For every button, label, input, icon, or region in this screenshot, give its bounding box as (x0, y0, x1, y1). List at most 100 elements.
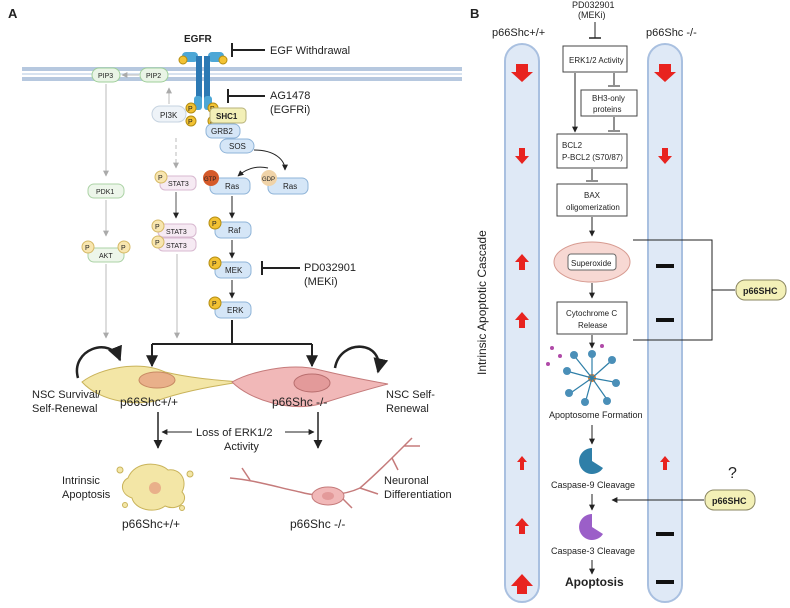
raf-node (214, 221, 252, 239)
up-arrow-icon (511, 574, 533, 594)
col-ko-label: p66Shc -/- (646, 27, 697, 39)
p-label: P (155, 224, 160, 231)
p-label: P (212, 221, 217, 228)
p66shc-bottom-badge (704, 489, 756, 511)
intrinsic-apoptosis-label-line1: Intrinsic (62, 475, 100, 487)
sos-label: SOS (229, 142, 246, 151)
no-change-dash (656, 264, 674, 268)
bcl2-label-line1: BCL2 (562, 141, 583, 150)
nsc-survival-label-line2: Self-Renewal (32, 403, 97, 415)
caspase-9-label: Caspase-9 Cleavage (551, 480, 635, 490)
stat3-label: STAT3 (166, 229, 187, 236)
up-arrow-icon (515, 518, 529, 534)
up-arrow-icon (515, 254, 529, 270)
caspase-9-icon (579, 448, 603, 474)
no-change-dash (656, 580, 674, 584)
raf-label: Raf (228, 226, 241, 235)
akt-node (87, 247, 125, 263)
pi3k-node (151, 105, 187, 123)
bottom-wt-label: p66Shc+/+ (122, 517, 180, 531)
pdk1-node (87, 183, 125, 199)
caspase-3-label: Caspase-3 Cleavage (551, 546, 635, 556)
pd-b-label-line2: (MEKi) (578, 10, 606, 20)
apoptosome-icon (546, 344, 620, 406)
pd-label-line2: (MEKi) (304, 276, 338, 288)
neuronal-differentiation-label-line1: Neuronal (384, 475, 429, 487)
gdp-label: GDP (262, 177, 275, 183)
egfr-label: EGFR (184, 34, 213, 45)
erk-activity-label: ERK1/2 Activity (569, 56, 624, 65)
p66shc-bottom-label: p66SHC (712, 496, 747, 506)
mek-label: MEK (225, 266, 243, 275)
nsc-self-renewal-label-line2: Renewal (386, 403, 429, 415)
bax-label-line2: oligomerization (566, 203, 620, 212)
shc1-label: SHC1 (216, 112, 238, 121)
ag1478-label-line2: (EGFRi) (270, 104, 310, 116)
pd-b-label-line1: PD032901 (572, 0, 615, 10)
up-arrow-icon (517, 456, 527, 470)
intrinsic-apoptosis-label-line2: Apoptosis (62, 489, 111, 501)
no-change-dash (656, 318, 674, 322)
p66shc-top-label: p66SHC (743, 286, 778, 296)
erk-node (214, 301, 252, 319)
pip3-node (91, 67, 121, 83)
ras-label: Ras (283, 182, 297, 191)
mek-node (214, 261, 252, 279)
caspase-3-icon (579, 514, 603, 540)
loss-erk-label-line2: Activity (224, 441, 259, 453)
p-label: P (121, 245, 126, 252)
grb2-node (205, 123, 241, 139)
bh3-label-line1: BH3-only (592, 94, 625, 103)
cytc-box (556, 301, 628, 335)
stat3-label: STAT3 (168, 181, 189, 188)
erk-activity-box (562, 45, 628, 73)
apoptosome-label: Apoptosome Formation (549, 410, 643, 420)
ras-label: Ras (225, 182, 239, 191)
question-mark: ? (728, 465, 737, 482)
self-renewal-loop-ko (333, 345, 389, 374)
bcl2-label-line2: P-BCL2 (S70/87) (562, 153, 623, 162)
ko-indicator-arrows (654, 64, 676, 470)
down-arrow-icon (658, 148, 672, 164)
cell-ko-label: p66Shc -/- (272, 395, 327, 409)
self-renewal-loop-wt (75, 344, 122, 379)
down-arrow-icon (515, 148, 529, 164)
grb2-label: GRB2 (211, 127, 233, 136)
down-arrow-icon (511, 64, 533, 82)
akt-label: AKT (99, 253, 113, 260)
pi3k-label: PI3K (160, 111, 178, 120)
bax-box (556, 183, 628, 217)
pd-label-line1: PD032901 (304, 262, 356, 274)
down-arrow-icon (654, 64, 676, 82)
nsc-self-renewal-label-line1: NSC Self- (386, 389, 435, 401)
loss-erk-label-line1: Loss of ERK1/2 (196, 427, 272, 439)
shc1-node (209, 107, 247, 124)
stat3-label: STAT3 (166, 243, 187, 250)
ag1478-label-line1: AG1478 (270, 90, 310, 102)
up-arrow-icon (660, 456, 670, 470)
sos-node (219, 138, 255, 154)
cytc-label-line2: Release (578, 321, 608, 330)
neuronal-differentiation-label-line2: Differentiation (384, 489, 452, 501)
up-arrow-icon (515, 312, 529, 328)
panel-a-label: A (8, 6, 18, 21)
column-ko (647, 43, 683, 603)
cytc-label-line1: Cytochrome C (566, 309, 617, 318)
nsc-survival-label-line1: NSC Survival/ (32, 389, 101, 401)
p-label: P (158, 175, 163, 182)
pip3-label: PIP3 (98, 73, 113, 80)
p66shc-top-badge (735, 279, 787, 301)
p-label: P (212, 261, 217, 268)
panel-b-label: B (470, 6, 479, 21)
p-label: P (188, 119, 193, 126)
p-label: P (188, 106, 193, 113)
bh3-box (580, 89, 638, 117)
cell-wt-label: p66Shc+/+ (120, 395, 178, 409)
erk-label: ERK (227, 306, 244, 315)
pip2-node (139, 67, 169, 83)
p-label: P (155, 240, 160, 247)
apoptotic-cell (116, 463, 194, 511)
egf-withdrawal-label: EGF Withdrawal (270, 45, 350, 57)
apoptosis-label: Apoptosis (565, 575, 624, 589)
